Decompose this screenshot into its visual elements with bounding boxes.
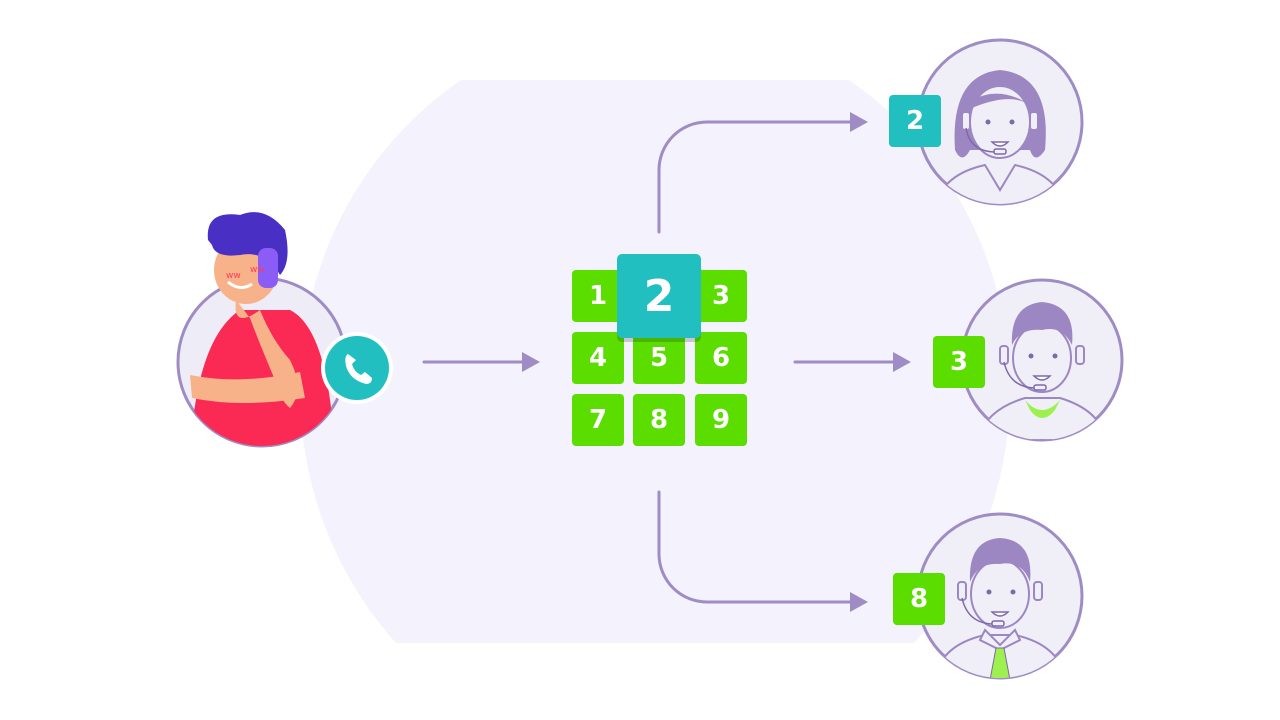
arrowhead [850, 592, 868, 612]
keypad-key-5[interactable]: 5 [633, 332, 685, 384]
keypad-key-7[interactable]: 7 [572, 394, 624, 446]
keypad-key-3[interactable]: 3 [695, 270, 747, 322]
arrowhead [893, 352, 911, 372]
connectors [422, 120, 897, 604]
agent-avatar-male-tshirt [960, 278, 1124, 442]
arrowhead [850, 112, 868, 132]
phone-icon [345, 354, 372, 384]
svg-text:ww: ww [250, 265, 265, 275]
agent-avatar-female [916, 38, 1084, 206]
extension-badge-agent-male-tshirt: 3 [933, 336, 985, 388]
arrow-keypad-to-agent-2 [657, 120, 854, 234]
keypad-key-1[interactable]: 1 [572, 270, 624, 322]
arrowhead [522, 352, 540, 372]
keypad-key-6[interactable]: 6 [695, 332, 747, 384]
phone-badge [321, 332, 393, 404]
extension-badge-agent-male-tie: 8 [893, 573, 945, 625]
keypad-key-9[interactable]: 9 [695, 394, 747, 446]
svg-text:ww: ww [226, 271, 241, 281]
arrow-keypad-to-agent-8 [657, 490, 854, 604]
keypad-key-2-pressed[interactable]: 2 [617, 254, 701, 338]
agent-avatar-male-tie [916, 512, 1084, 680]
keypad-key-4[interactable]: 4 [572, 332, 624, 384]
caller-avatar: ww ww [176, 212, 348, 448]
keypad-key-8[interactable]: 8 [633, 394, 685, 446]
extension-badge-agent-female: 2 [889, 95, 941, 147]
